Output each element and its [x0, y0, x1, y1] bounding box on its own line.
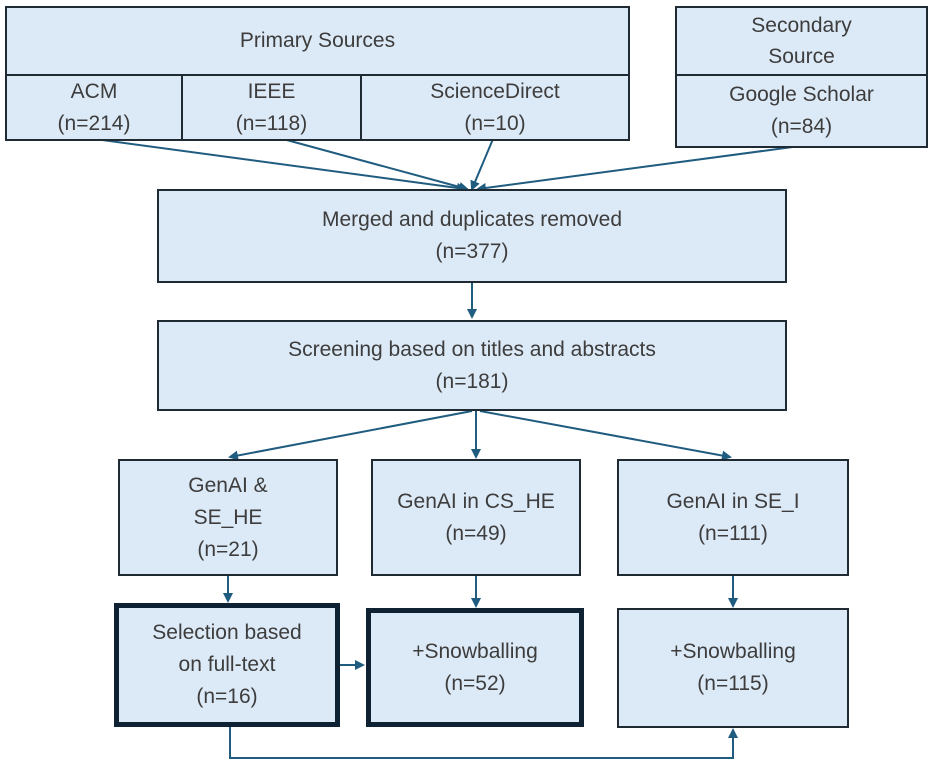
primary-sources-label: Primary Sources: [239, 29, 396, 52]
screening-count: (n=181): [435, 369, 509, 393]
snowballing-se-label: +Snowballing: [670, 640, 796, 663]
genai-cs-he-count: (n=49): [445, 521, 507, 545]
google-scholar-count: (n=84): [770, 115, 833, 138]
merged-box: Merged and duplicates removed (n=377): [157, 189, 787, 283]
secondary-source-label-2: Source: [768, 45, 835, 68]
edge-acm-merged: [94, 138, 467, 193]
edge-screening-genai-se-he: [228, 410, 473, 461]
genai-cs-he-box: GenAI in CS_HE (n=49): [371, 459, 581, 576]
edge-sciencedirect-merged: [470, 138, 494, 191]
edge-selection-snowballing-se: [229, 725, 738, 759]
snowballing-cs-box: +Snowballing (n=52): [366, 608, 584, 727]
ieee-label: IEEE: [247, 80, 296, 103]
selection-fulltext-label-2: on full-text: [178, 653, 276, 676]
snowballing-cs-count: (n=52): [444, 671, 506, 695]
edge-ieee-merged: [282, 138, 469, 192]
acm-label: ACM: [70, 80, 118, 103]
selection-fulltext-label-1: Selection based: [152, 621, 302, 644]
ieee-box: IEEE (n=118): [181, 74, 362, 141]
genai-se-he-box: GenAI & SE_HE (n=21): [118, 459, 338, 576]
genai-se-i-box: GenAI in SE_I (n=111): [617, 459, 849, 576]
sciencedirect-label: ScienceDirect: [430, 80, 560, 103]
ieee-count: (n=118): [235, 112, 308, 135]
snowballing-se-box: +Snowballing (n=115): [617, 608, 849, 728]
genai-se-he-label-1: GenAI &: [188, 473, 268, 497]
merged-label: Merged and duplicates removed: [321, 208, 622, 231]
snowballing-se-count: (n=115): [697, 672, 769, 695]
genai-se-he-count: (n=21): [197, 537, 259, 561]
primary-sources-box: Primary Sources: [5, 6, 630, 76]
edge-googlescholar-merged: [476, 145, 801, 193]
sciencedirect-count: (n=10): [464, 112, 526, 135]
selection-fulltext-count: (n=16): [196, 685, 258, 708]
selection-fulltext-box: Selection based on full-text (n=16): [114, 603, 340, 727]
acm-box: ACM (n=214): [5, 74, 183, 141]
merged-count: (n=377): [435, 240, 509, 263]
secondary-source-box: Secondary Source: [675, 6, 928, 76]
secondary-source-label-1: Secondary: [751, 14, 852, 37]
genai-se-i-count: (n=111): [698, 521, 768, 545]
google-scholar-label: Google Scholar: [729, 83, 874, 106]
genai-cs-he-label: GenAI in CS_HE: [397, 489, 555, 513]
acm-count: (n=214): [57, 112, 131, 135]
screening-label: Screening based on titles and abstracts: [288, 337, 656, 361]
edge-screening-genai-se-i: [479, 410, 732, 461]
sciencedirect-box: ScienceDirect (n=10): [360, 74, 630, 141]
screening-box: Screening based on titles and abstracts …: [157, 320, 787, 411]
genai-se-he-label-2: SE_HE: [193, 505, 263, 529]
google-scholar-box: Google Scholar (n=84): [675, 74, 928, 148]
genai-se-i-label: GenAI in SE_I: [666, 489, 800, 513]
snowballing-cs-label: +Snowballing: [412, 639, 538, 663]
